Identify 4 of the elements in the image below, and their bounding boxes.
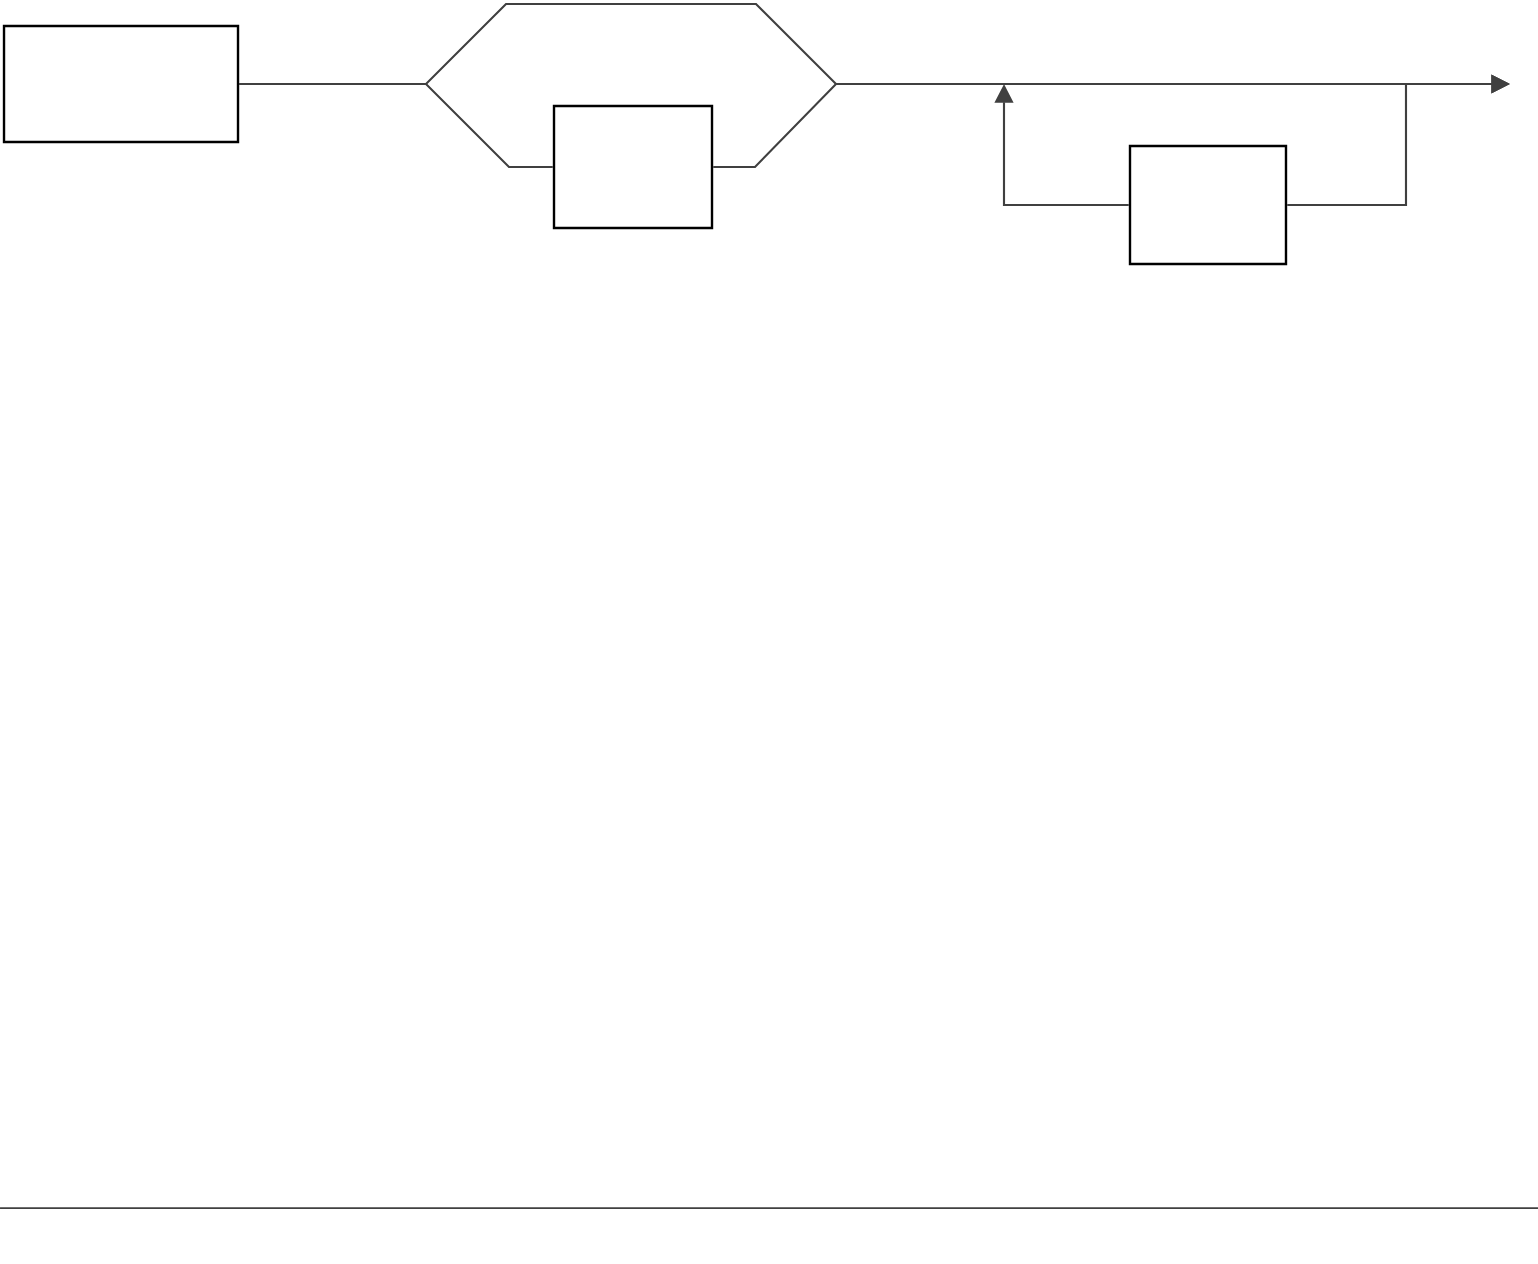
block-box (552, 104, 714, 230)
block-box (1128, 144, 1288, 266)
block-box (2, 24, 240, 144)
connector (1287, 84, 1408, 207)
